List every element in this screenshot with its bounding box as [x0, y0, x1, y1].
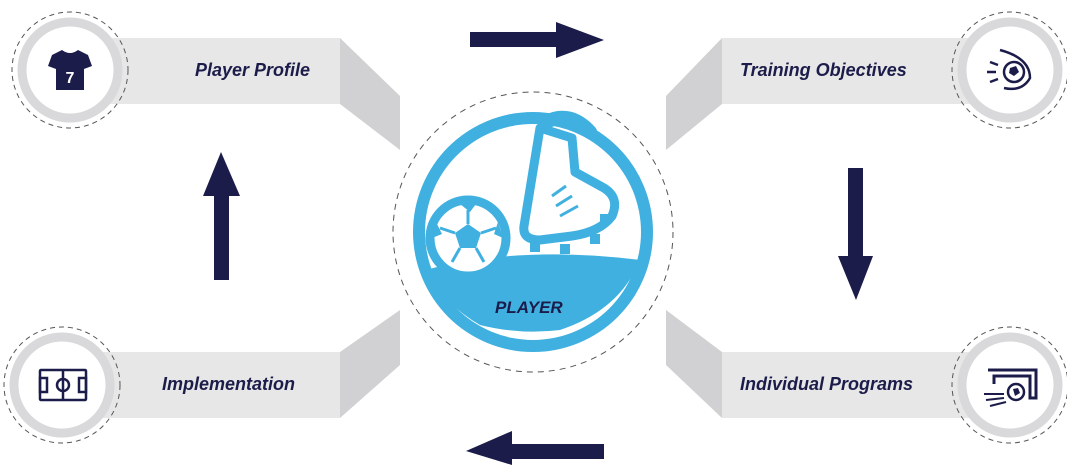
node-individual-programs [951, 326, 1067, 444]
goal-shot-icon [984, 368, 1038, 407]
node-implementation [3, 326, 121, 444]
center-player-node [392, 91, 674, 373]
soccer-ball-icon [425, 195, 511, 281]
arrow-right [470, 22, 604, 58]
ball-in-net-icon [987, 48, 1032, 91]
label-individual-programs: Individual Programs [740, 374, 914, 394]
soccer-kick-icon [519, 110, 620, 254]
label-implementation: Implementation [162, 374, 296, 394]
label-player-profile: Player Profile [195, 60, 311, 80]
arrow-left [466, 431, 604, 465]
node-player-profile: 7 [11, 11, 129, 129]
panel-individual-programs [666, 310, 992, 418]
center-label: PLAYER [495, 298, 563, 317]
panel-implementation [70, 310, 400, 418]
panel-training-objectives [666, 38, 992, 150]
node-training-objectives [951, 11, 1067, 129]
soccer-field-icon [38, 368, 88, 402]
arrow-down [838, 168, 873, 300]
arrow-up [203, 152, 240, 280]
label-training-objectives: Training Objectives [740, 60, 907, 80]
jersey-number-icon: 7 [48, 50, 92, 90]
jersey-number: 7 [66, 70, 75, 87]
